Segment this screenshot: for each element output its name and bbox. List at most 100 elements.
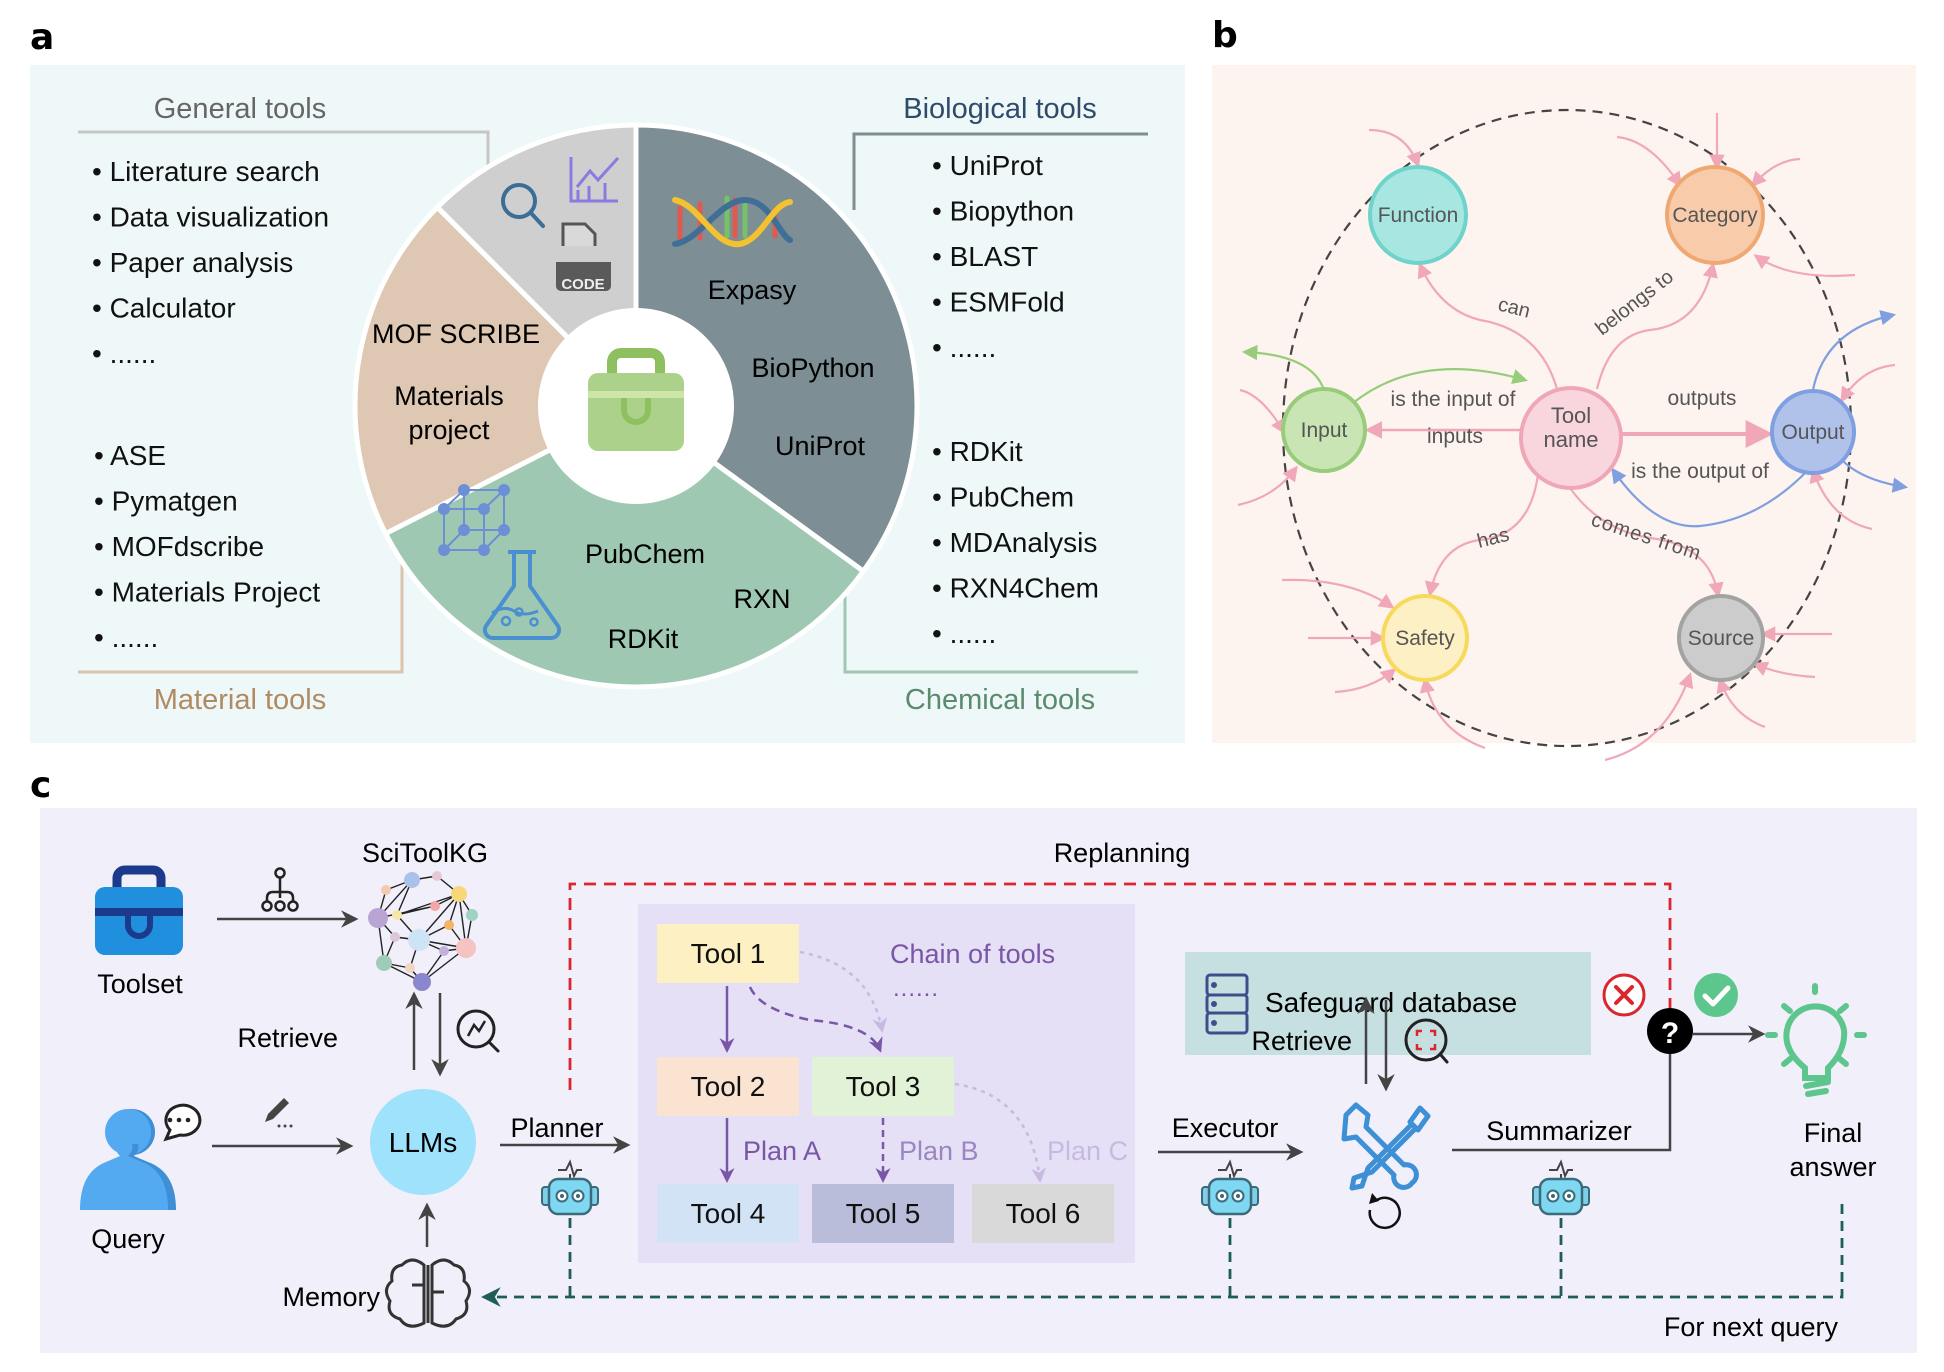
memory-feedback-path bbox=[481, 1204, 1844, 1307]
node-output-label: Output bbox=[1781, 421, 1844, 444]
query-label: Query bbox=[91, 1224, 165, 1254]
safeguard-database[interactable]: Safeguard database bbox=[1185, 952, 1591, 1055]
replanning-path bbox=[568, 882, 1672, 1090]
node-tool-name[interactable]: Tool name bbox=[1519, 386, 1623, 490]
search-scan-icon bbox=[1404, 1018, 1449, 1064]
donut-segment-biological bbox=[633, 122, 920, 575]
toolset-icon[interactable] bbox=[95, 865, 183, 955]
kg-node bbox=[456, 938, 476, 958]
final-answer-line1: Final bbox=[1804, 1118, 1863, 1148]
tool-box-2[interactable]: Tool 2 bbox=[657, 1057, 799, 1116]
user-icon bbox=[80, 1109, 176, 1210]
planner-label: Planner bbox=[510, 1113, 603, 1143]
plan-c-label: Plan C bbox=[1047, 1136, 1128, 1166]
node-output[interactable]: Output bbox=[1770, 389, 1856, 475]
tool-box-label: Tool 3 bbox=[846, 1071, 921, 1102]
knowledge-graph-icon[interactable] bbox=[368, 871, 478, 991]
node-function-label: Function bbox=[1378, 204, 1459, 227]
node-source[interactable]: Source bbox=[1677, 594, 1765, 682]
tool-box-6[interactable]: Tool 6 bbox=[972, 1184, 1114, 1243]
magnifier-icon bbox=[501, 183, 545, 228]
material-tool-item: • Materials Project bbox=[94, 577, 320, 608]
kg-node bbox=[405, 963, 415, 973]
node-input[interactable]: Input bbox=[1281, 387, 1367, 473]
biological-tool-item: • ...... bbox=[932, 332, 996, 363]
edge-label-is-output-of: is the output of bbox=[1631, 460, 1769, 483]
chain-of-tools-title: Chain of tools bbox=[890, 939, 1055, 969]
edge-comes-from bbox=[1569, 487, 1724, 599]
wrench-screwdriver-icon bbox=[1341, 1102, 1431, 1191]
line-chart-icon bbox=[569, 156, 620, 203]
kg-node bbox=[408, 929, 430, 951]
node-category-label: Category bbox=[1672, 204, 1758, 227]
tool1-to-tool3-arrow bbox=[748, 986, 883, 1053]
dna-icon bbox=[672, 195, 793, 248]
node-category[interactable]: Category bbox=[1665, 165, 1765, 265]
brain-icon bbox=[385, 1258, 471, 1328]
kg-node bbox=[432, 871, 442, 881]
final-answer-line2: answer bbox=[1789, 1152, 1876, 1182]
llm-label: LLMs bbox=[389, 1127, 457, 1158]
tool-box-4[interactable]: Tool 4 bbox=[657, 1184, 799, 1243]
kg-node bbox=[430, 901, 440, 911]
kg-node bbox=[413, 973, 431, 991]
tool-box-label: Tool 1 bbox=[691, 938, 766, 969]
kg-node bbox=[368, 908, 388, 928]
biological-bracket bbox=[852, 132, 1148, 210]
summarizer-label: Summarizer bbox=[1486, 1116, 1632, 1146]
node-tool-name-line2: name bbox=[1543, 427, 1598, 452]
edge-label-is-input-of: is the input of bbox=[1391, 388, 1516, 411]
tool-box-3[interactable]: Tool 3 bbox=[812, 1057, 954, 1116]
tool-box-5[interactable]: Tool 5 bbox=[812, 1184, 954, 1243]
segment-label-biopython: BioPython bbox=[751, 353, 874, 383]
node-safety[interactable]: Safety bbox=[1381, 594, 1469, 682]
kg-node bbox=[381, 885, 391, 895]
edge-is-output-of bbox=[1611, 467, 1809, 528]
edge-has bbox=[1424, 473, 1540, 598]
chemical-tool-item: • RXN4Chem bbox=[932, 573, 1099, 604]
question-mark: ? bbox=[1661, 1017, 1679, 1050]
executor-label: Executor bbox=[1172, 1113, 1279, 1143]
memory-label: Memory bbox=[282, 1282, 380, 1312]
executor-robot-icon bbox=[1201, 1159, 1259, 1216]
donut-segment-material bbox=[352, 203, 641, 537]
edge-label-outputs: outputs bbox=[1668, 387, 1737, 410]
llm-node[interactable]: LLMs bbox=[370, 1089, 476, 1195]
node-tool-name-line1: Tool bbox=[1551, 403, 1591, 428]
tool-box-1[interactable]: Tool 1 bbox=[657, 924, 799, 983]
general-tools-title: General tools bbox=[154, 93, 327, 125]
node-function[interactable]: Function bbox=[1368, 165, 1468, 265]
segment-label-uniprot: UniProt bbox=[775, 431, 866, 461]
plan-b-label: Plan B bbox=[899, 1136, 979, 1166]
external-edges bbox=[1237, 113, 1896, 762]
plan-c-arrow bbox=[954, 1082, 1047, 1183]
edge-label-inputs: inputs bbox=[1427, 425, 1483, 448]
toolbox-icon bbox=[588, 348, 684, 451]
segment-label-mof-scribe: MOF SCRIBE bbox=[372, 319, 540, 349]
general-tool-item: • Paper analysis bbox=[92, 247, 293, 278]
material-bracket bbox=[78, 560, 404, 674]
tool-box-label: Tool 4 bbox=[691, 1198, 766, 1229]
segment-label-expasy: Expasy bbox=[708, 275, 797, 305]
panel-label-a: a bbox=[30, 17, 55, 58]
kg-node bbox=[439, 946, 449, 956]
material-tool-item: • MOFdscribe bbox=[94, 531, 264, 562]
code-file-icon: CODE bbox=[556, 222, 611, 293]
tool-lists: • Literature search• Data visualization•… bbox=[92, 150, 1099, 653]
chemical-tool-item: • ...... bbox=[932, 618, 996, 649]
decision-question-icon[interactable]: ? bbox=[1647, 1008, 1693, 1054]
biological-tool-item: • ESMFold bbox=[932, 287, 1065, 318]
kg-node bbox=[444, 920, 454, 930]
tool-box-label: Tool 6 bbox=[1006, 1198, 1081, 1229]
chat-bubble-icon bbox=[163, 1103, 202, 1142]
database-icon bbox=[1205, 973, 1249, 1035]
crystal-lattice-icon bbox=[438, 484, 510, 556]
segment-label-project: project bbox=[408, 415, 490, 445]
chemical-tool-item: • PubChem bbox=[932, 482, 1074, 513]
replanning-label: Replanning bbox=[1054, 838, 1191, 868]
lightbulb-icon bbox=[1765, 983, 1867, 1097]
kg-node bbox=[376, 955, 392, 971]
kg-node bbox=[451, 886, 467, 902]
